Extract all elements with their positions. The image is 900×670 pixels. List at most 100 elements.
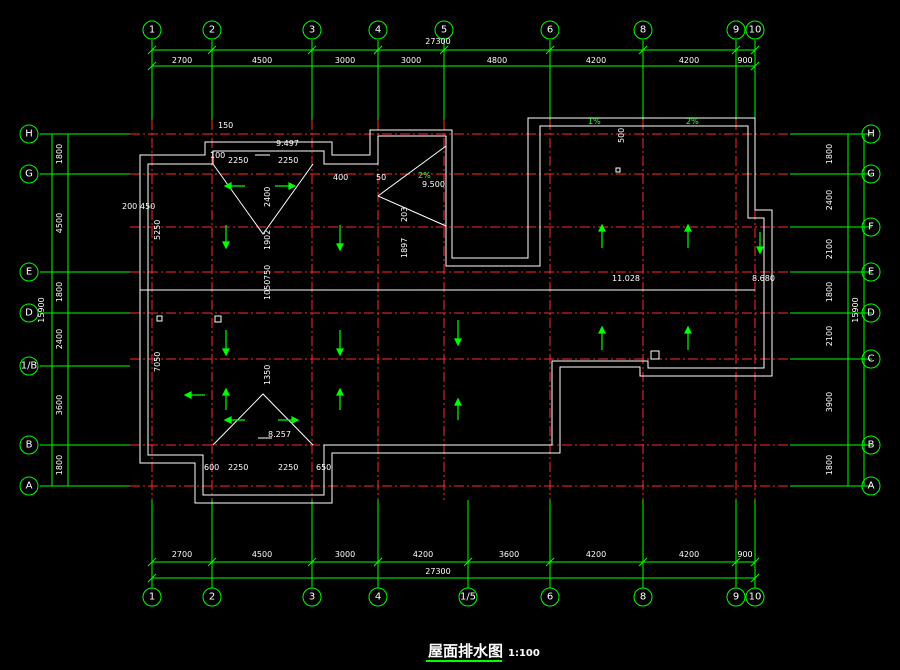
right-dimension: 2400 bbox=[825, 190, 834, 210]
axis-bubble-right-label: B bbox=[868, 440, 875, 451]
axis-bubble-bottom: 10 bbox=[745, 587, 765, 607]
annotation-label: 400 bbox=[333, 173, 348, 182]
axis-bubble-right: B bbox=[861, 435, 881, 455]
annotation-label: 2250 bbox=[278, 463, 298, 472]
top-dimension: 900 bbox=[737, 56, 752, 65]
axis-bubble-right-label: C bbox=[868, 354, 875, 365]
roof-outline bbox=[139, 117, 773, 504]
right-dimension: 3900 bbox=[825, 392, 834, 412]
annotation-label: 1897 bbox=[400, 238, 409, 258]
annotation-label: 5250 bbox=[153, 220, 162, 240]
slope-label: 1% bbox=[588, 117, 601, 126]
axis-bubble-top: 3 bbox=[302, 20, 322, 40]
axis-bubble-bottom: 2 bbox=[202, 587, 222, 607]
drainage-arrows bbox=[183, 182, 764, 424]
annotation-label: 100 bbox=[210, 151, 225, 160]
top-dimension: 4800 bbox=[487, 56, 507, 65]
axis-bubble-top-label: 3 bbox=[309, 25, 315, 36]
axis-bubble-bottom-label: 10 bbox=[749, 592, 762, 603]
axis-bubble-left-label: 1/B bbox=[21, 361, 38, 372]
arrow-up bbox=[222, 387, 230, 410]
annotation-label: 650 bbox=[316, 463, 331, 472]
axis-bubble-right-label: H bbox=[867, 129, 875, 140]
axis-bubble-left: G bbox=[19, 164, 39, 184]
annotation-label: 2250 bbox=[228, 156, 248, 165]
axis-bubble-right-label: A bbox=[868, 481, 875, 492]
annotation-label: 1902 bbox=[263, 230, 272, 250]
axis-bubble-bottom: 9 bbox=[726, 587, 746, 607]
axis-bubble-right: H bbox=[861, 124, 881, 144]
axis-bubble-left: B bbox=[19, 435, 39, 455]
top-dimension: 3000 bbox=[335, 56, 355, 65]
annotation-label: 2250 bbox=[228, 463, 248, 472]
arrow-right bbox=[275, 182, 297, 190]
axis-bubble-bottom: 1/5 bbox=[458, 587, 478, 607]
axis-bubble-right-label: D bbox=[867, 308, 875, 319]
drawing-title: 屋面排水图 bbox=[428, 642, 503, 660]
axis-bubble-top-label: 5 bbox=[441, 25, 447, 36]
axis-bubble-top-label: 10 bbox=[749, 25, 762, 36]
axis-bubble-left-label: H bbox=[25, 129, 33, 140]
axis-bubble-bottom-label: 4 bbox=[375, 592, 381, 603]
axis-bubble-right-label: F bbox=[868, 222, 874, 233]
axis-bubble-left: H bbox=[19, 124, 39, 144]
bottom-dimension: 3000 bbox=[335, 550, 355, 559]
axis-bubble-left: A bbox=[19, 476, 39, 496]
bottom-dimension: 4200 bbox=[413, 550, 433, 559]
left-total-dimension: 15900 bbox=[37, 297, 46, 322]
annotation-label: 1050 bbox=[263, 280, 272, 300]
axis-bubble-left: D bbox=[19, 303, 39, 323]
top-dimension: 3000 bbox=[401, 56, 421, 65]
arrow-down bbox=[756, 232, 764, 255]
arrow-up bbox=[598, 325, 606, 350]
top-dimension: 2700 bbox=[172, 56, 192, 65]
dimension-lines bbox=[40, 40, 872, 588]
left-dimension: 2400 bbox=[55, 329, 64, 349]
annotation-label: 2250 bbox=[278, 156, 298, 165]
top-dimension: 4200 bbox=[586, 56, 606, 65]
axis-bubble-bottom: 4 bbox=[368, 587, 388, 607]
bottom-dimension: 4200 bbox=[586, 550, 606, 559]
left-dimension: 1800 bbox=[55, 144, 64, 164]
arrow-down bbox=[222, 330, 230, 357]
axis-bubble-top: 5 bbox=[434, 20, 454, 40]
axis-bubble-top-label: 1 bbox=[149, 25, 155, 36]
dimension-ticks bbox=[147, 45, 760, 583]
left-dimension: 3600 bbox=[55, 395, 64, 415]
right-axis-bubbles: H G F E D C B A bbox=[861, 124, 881, 496]
arrow-up bbox=[684, 325, 692, 350]
axis-bubble-right: G bbox=[861, 164, 881, 184]
annotation-label: 600 bbox=[204, 463, 219, 472]
right-dimension: 1800 bbox=[825, 282, 834, 302]
arrow-left bbox=[223, 416, 245, 424]
axis-bubble-bottom-label: 6 bbox=[547, 592, 553, 603]
axis-bubble-top-label: 4 bbox=[375, 25, 381, 36]
axis-bubble-right: C bbox=[861, 349, 881, 369]
axis-bubble-top-label: 6 bbox=[547, 25, 553, 36]
annotation-label: 203 bbox=[400, 207, 409, 222]
axis-bubble-left-label: D bbox=[25, 308, 33, 319]
axis-bubble-bottom: 6 bbox=[540, 587, 560, 607]
axis-bubble-right-label: G bbox=[867, 169, 875, 180]
bottom-dimension: 900 bbox=[737, 550, 752, 559]
axis-bubble-left-label: G bbox=[25, 169, 33, 180]
axis-bubble-right-label: E bbox=[868, 267, 874, 278]
axis-bubble-bottom: 8 bbox=[633, 587, 653, 607]
axis-bubble-bottom-label: 1/5 bbox=[460, 592, 476, 603]
axis-bubble-bottom: 3 bbox=[302, 587, 322, 607]
drawing-scale: 1:100 bbox=[508, 648, 540, 659]
axis-bubble-top: 8 bbox=[633, 20, 653, 40]
top-total-dimension: 27300 bbox=[425, 37, 450, 46]
right-dimension: 2100 bbox=[825, 326, 834, 346]
elevation-label: 9.500 bbox=[422, 180, 445, 189]
arrow-down bbox=[454, 320, 462, 347]
axis-bubble-top: 2 bbox=[202, 20, 222, 40]
elevation-label: 11.028 bbox=[612, 274, 640, 283]
left-dimension: 4500 bbox=[55, 213, 64, 233]
axis-bubble-bottom-label: 2 bbox=[209, 592, 215, 603]
annotation-label: 2400 bbox=[263, 187, 272, 207]
